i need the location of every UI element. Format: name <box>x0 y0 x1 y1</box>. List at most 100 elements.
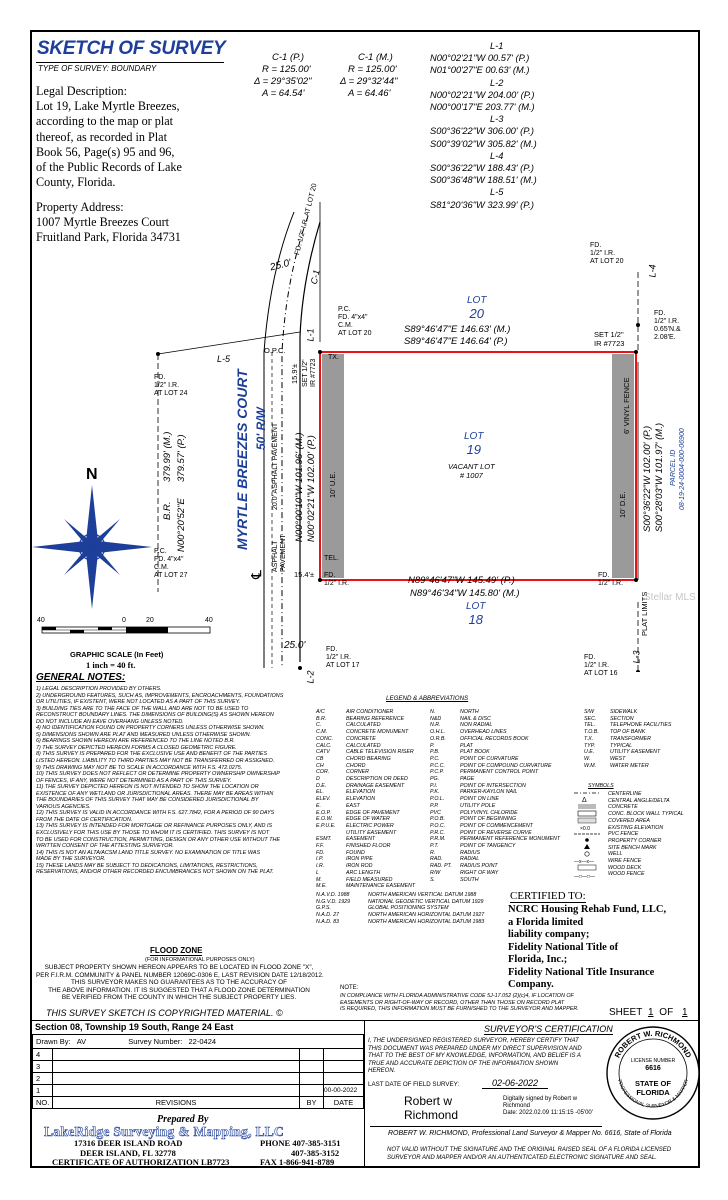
legend-abbr: L <box>316 869 319 876</box>
legend-row: T.X.TRANSFORMER <box>584 736 671 743</box>
legend-abbr: RAD. PT. <box>430 863 452 870</box>
line-name: L-3 <box>490 114 504 125</box>
rev-header-date: DATE <box>323 1096 364 1109</box>
note-text: IN COMPLIANCE WITH FLORIDA ADMINISTRATIV… <box>340 993 579 1013</box>
rev-header-by: BY <box>299 1096 324 1109</box>
note-item: 3) BUILDING TIES ARE TO THE FACE OF THE … <box>36 705 249 712</box>
legend-abbr: SEC. <box>584 715 597 722</box>
tel-label: TEL. <box>324 555 339 562</box>
legend-row: T.O.B.TOP OF BANK <box>584 729 671 736</box>
legend-abbr: G.P.S. <box>316 905 331 912</box>
legal-description: Legal Description: Lot 19, Lake Myrtle B… <box>36 84 182 190</box>
note-item: 1) LEGAL DESCRIPTION PROVIDED BY OTHERS. <box>36 686 162 692</box>
legend-meaning: PERMANENT REFERENCE MONUMENT <box>460 836 561 843</box>
label: FD. <box>590 242 602 249</box>
scale-label: GRAPHIC SCALE (In Feet) <box>70 650 164 659</box>
note-item: OR UTILITIES, IF EXISTENT, WERE NOT LOCA… <box>36 699 241 706</box>
symbol-label: WELL <box>608 851 623 858</box>
line-plat: S81°20'36"W 323.99' (P.) <box>430 199 534 210</box>
curve-delta: Δ = 29°35'02" <box>254 76 312 87</box>
legend-meaning: POINT OF TANGENCY <box>460 843 516 850</box>
legend-abbr: ELEV. <box>316 796 331 803</box>
label: PARCEL ID <box>670 449 677 486</box>
rev-date <box>323 1060 364 1073</box>
centerline-icon: ℄ <box>248 570 264 579</box>
label: 2.08'E. <box>654 334 676 341</box>
symbol-label: COVERED AREA <box>608 817 650 824</box>
label: AT LOT 20 <box>590 258 624 265</box>
symbol-label: WOOD DECK <box>608 864 642 871</box>
split-rule <box>364 1020 365 1168</box>
note-item: 9) THIS DRAWING MAY NOT BE TO SCALE IN A… <box>36 764 243 771</box>
certified-line: Fidelity National Title Insurance <box>508 966 655 978</box>
property-address: Property Address: 1007 Myrtle Breezes Co… <box>36 200 181 246</box>
sheet-label: SHEET <box>609 1007 643 1018</box>
rev-desc[interactable] <box>52 1048 300 1061</box>
line-plat: S00°36'22"W 188.43' (P.) <box>430 163 534 174</box>
lot-number: 20 <box>469 306 484 321</box>
label: 1/2" I.R. <box>584 662 610 669</box>
legend-row: P.O.C.POINT OF COMMENCEMENT <box>430 823 560 830</box>
curve-label: C-1 (M.) <box>358 52 393 63</box>
rev-date <box>323 1048 364 1061</box>
line-meas: N01°00'27"E 00.63' (M.) <box>430 65 530 76</box>
label: VACANT LOT <box>448 462 495 471</box>
note-item: EXISTENCE OF ANY WETLAND OR JURISDICTION… <box>36 790 274 797</box>
general-notes: 1) LEGAL DESCRIPTION PROVIDED BY OTHERS.… <box>36 686 283 876</box>
flood-line: SUBJECT PROPERTY SHOWN HEREON APPEARS TO… <box>44 964 314 971</box>
legend-abbr: N.G.V.D. 1929 <box>316 898 351 905</box>
legend-abbr: N.R. <box>430 722 441 729</box>
legend-meaning: RADIUS <box>460 849 481 856</box>
note-item: RECONSTRUCT BOUNDARY LINES. THE DIMENSIO… <box>36 712 274 719</box>
symbol-glyphs: Δ ×0.0 —x—x— —□—□— <box>574 792 600 880</box>
fd-lot17: FD. 1/2" I.R. AT LOT 17 <box>326 646 359 670</box>
legend-row: S.SOUTH <box>430 877 560 884</box>
legend-row: B.R.BEARING REFERENCE <box>316 716 415 723</box>
rev-desc[interactable] <box>52 1072 300 1085</box>
legend-meaning: NORTH <box>460 709 479 715</box>
legend-meaning: NAIL & DISC <box>460 715 491 722</box>
flood-text: SUBJECT PROPERTY SHOWN HEREON APPEARS TO… <box>36 964 324 1002</box>
legend-abbr: P.R.M. <box>430 836 446 843</box>
set-ir-ne: SET 1/2" IR #7723 <box>594 330 624 348</box>
note-item: 10) THIS SURVEY DOES NOT REFLECT OR DETE… <box>36 771 280 778</box>
label: P.C. <box>338 306 351 313</box>
legend-row: R.RADIUS <box>430 850 560 857</box>
note-line: IN COMPLIANCE WITH FLORIDA ADMINISTRATIV… <box>340 993 574 999</box>
legend-abbr: M.E. <box>316 883 327 890</box>
seal-state: STATE OF <box>635 1079 671 1088</box>
certified-title: CERTIFIED TO: <box>510 890 586 903</box>
legend-meaning: EDGE OF PAVEMENT <box>346 809 400 816</box>
legend-meaning: NON RADIAL <box>460 722 493 729</box>
legend-meaning: DESCRIPTION OR DEED <box>346 776 408 783</box>
label: ASPHALT <box>272 540 279 572</box>
note-line: EASEMENTS OR RIGHT-OF-WAY OF RECORD, OTH… <box>340 999 565 1006</box>
legend-abbr: I.P. <box>316 856 324 863</box>
asphalt-main: 20.0' ASPHALT PAVEMENT <box>272 422 279 510</box>
rev-desc[interactable] <box>52 1084 300 1097</box>
scale-ratio: 1 inch = 40 ft. <box>86 660 136 670</box>
symbol-label: CONC. BLOCK WALL TYPICAL <box>608 811 684 818</box>
rev-desc[interactable] <box>52 1060 300 1073</box>
legend-abbr: N.A.D. 27 <box>316 912 339 919</box>
legend-meaning: FINISHED FLOOR <box>346 843 391 850</box>
legend-row: P.P.UTILITY POLE <box>430 803 560 810</box>
legend-row: EL.ELEVATION <box>316 789 415 796</box>
legend-abbr: CONC. <box>316 735 334 742</box>
rev-by <box>299 1060 324 1073</box>
sheet-of: OF <box>659 1007 674 1018</box>
legend-row: ELEV.ELEVATION <box>316 796 415 803</box>
label: FD. <box>294 243 304 256</box>
legend-abbr: P.O.B. <box>430 816 445 823</box>
fd-sw: FD. 1/2" I.R. <box>324 572 349 588</box>
label: 0.65'N.& <box>654 326 681 333</box>
legal-line: according to the map or plat <box>36 114 174 129</box>
dig-line: Digitally signed by Robert w <box>503 1096 578 1102</box>
certified-line: Fidelity National Title of <box>508 941 619 953</box>
cert-line: THIS DOCUMENT WAS PREPARED UNDER MY DIRE… <box>368 1045 582 1052</box>
legend-meaning: TELEPHONE FACILITIES <box>610 722 672 729</box>
rev-no: 3 <box>32 1060 53 1073</box>
